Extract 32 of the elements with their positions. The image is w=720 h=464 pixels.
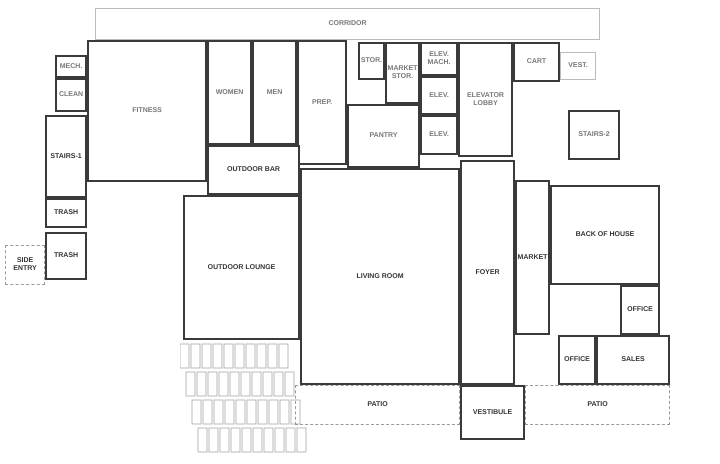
room-outline <box>207 40 252 145</box>
room-outline <box>620 285 660 335</box>
room-outline <box>513 42 560 82</box>
room-outline <box>525 385 670 425</box>
room-outline <box>596 335 670 385</box>
room-outline <box>385 42 420 104</box>
room-outline <box>55 55 87 78</box>
room-outline <box>558 335 596 385</box>
room-outline <box>55 78 87 112</box>
room-outline <box>300 168 460 385</box>
room-outline <box>515 180 550 335</box>
room-outline <box>420 42 458 76</box>
room-outline <box>5 245 45 285</box>
room-outline <box>420 76 458 115</box>
room-outline <box>252 40 297 145</box>
room-outline <box>207 145 300 195</box>
room-outline <box>95 8 600 40</box>
room-outline <box>45 198 87 228</box>
room-outline <box>347 104 420 168</box>
room-outline <box>460 160 515 385</box>
room-outline <box>45 232 87 280</box>
room-outline <box>420 115 458 155</box>
room-outline <box>550 185 660 285</box>
room-outline <box>45 115 87 198</box>
room-outline <box>297 40 347 165</box>
room-outline <box>87 40 207 182</box>
room-outline <box>183 195 300 340</box>
room-outline <box>568 110 620 160</box>
room-outline <box>358 42 385 80</box>
room-outline <box>460 385 525 440</box>
room-outline <box>458 42 513 157</box>
room-outline <box>560 52 596 80</box>
